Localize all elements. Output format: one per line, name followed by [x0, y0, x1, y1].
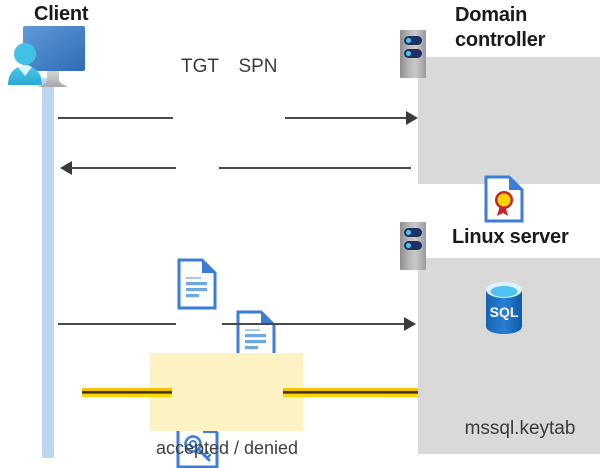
- server-bay-1: [404, 36, 422, 45]
- flow-tgt-spn-line-left: [58, 117, 173, 119]
- flow-service-ticket-line-left: [71, 167, 176, 169]
- domain-controller-title-line2: controller: [455, 29, 546, 51]
- spn-label: SPN: [238, 56, 278, 77]
- flow-auth-result-line-left: [82, 388, 172, 397]
- keytab-filename-label: mssql.keytab: [464, 418, 576, 439]
- linux-server-title: Linux server: [452, 226, 569, 248]
- server-bay-2: [404, 49, 422, 58]
- client-label: Client: [34, 3, 89, 25]
- flow-ticket-presented-line-right: [222, 323, 408, 325]
- client-lifeline: [42, 78, 54, 458]
- auth-result-caption: accepted / denied: [155, 438, 299, 458]
- flow-service-ticket-line-right: [219, 167, 411, 169]
- client-workstation-icon: [6, 22, 102, 94]
- flow-tgt-spn-line-right: [285, 117, 410, 119]
- flow-ticket-presented-line-left: [58, 323, 176, 325]
- auth-result-highlight-band: [150, 353, 303, 431]
- tgt-label: TGT: [181, 56, 219, 77]
- certificate-document-icon: [484, 175, 600, 223]
- flow-ticket-presented-arrowhead: [404, 317, 416, 331]
- flow-service-ticket-arrowhead: [60, 161, 72, 175]
- server-bay-2: [404, 241, 422, 250]
- domain-controller-panel: [418, 57, 600, 184]
- svg-text:SQL: SQL: [490, 304, 519, 320]
- tgt-document-icon: [177, 258, 600, 310]
- linux-server-icon: [400, 222, 426, 270]
- sql-database-icon: SQL: [482, 281, 526, 340]
- domain-controller-title-line1: Domain: [455, 4, 528, 26]
- flow-auth-result-line-right: [283, 388, 418, 397]
- domain-controller-server-icon: [400, 30, 426, 78]
- server-bay-1: [404, 228, 422, 237]
- flow-tgt-spn-arrowhead: [406, 111, 418, 125]
- domain-controller-title: Domain controller: [455, 3, 600, 53]
